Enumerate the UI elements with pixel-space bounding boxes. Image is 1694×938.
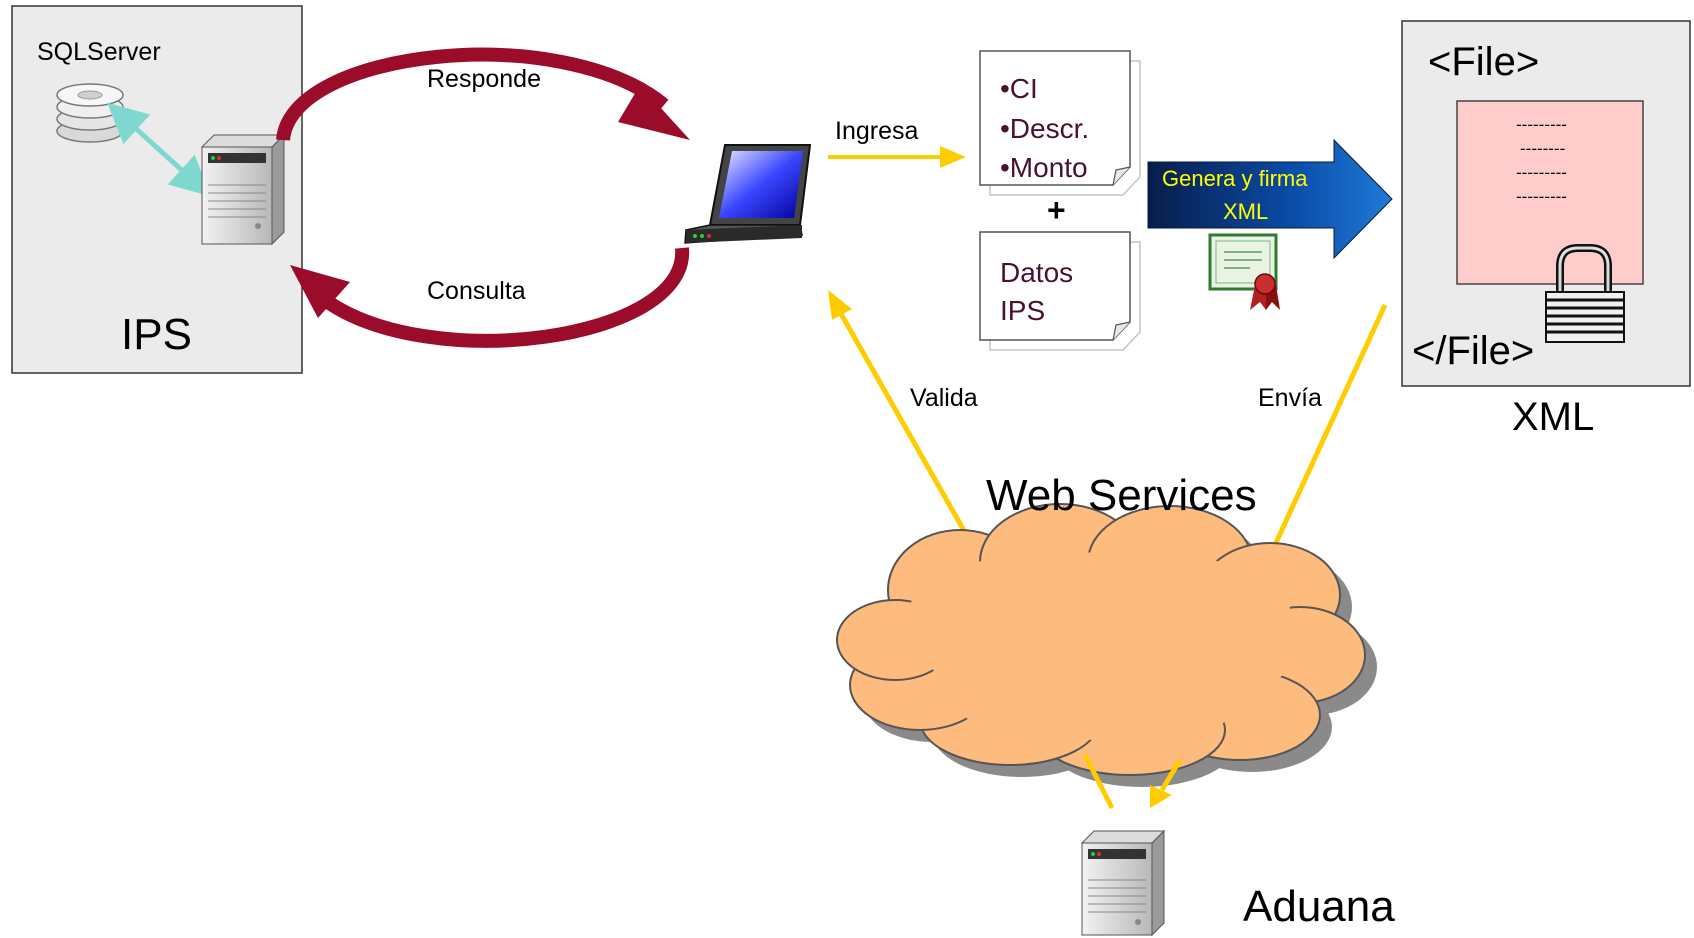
envia-arrow (1272, 303, 1388, 547)
consulta-arrow (290, 247, 690, 348)
xml-content-line-3: --------- (1516, 163, 1567, 182)
web-services-label: Web Services (986, 471, 1257, 520)
input-item-ci: •CI (1000, 73, 1038, 104)
xml-caption: XML (1512, 395, 1595, 439)
ingresa-label: Ingresa (835, 117, 919, 145)
db-server-link-arrow (107, 102, 211, 197)
ips-data-line-1: Datos (1000, 257, 1074, 288)
xml-open-tag: <File> (1428, 40, 1540, 84)
xml-close-tag: </File> (1412, 329, 1535, 373)
certificate-icon (1208, 233, 1280, 310)
database-icon (56, 83, 124, 143)
xml-page (1456, 100, 1644, 285)
envia-label: Envía (1258, 384, 1322, 412)
responde-label: Responde (427, 65, 541, 93)
input-item-monto: •Monto (1000, 152, 1088, 183)
xml-content-line-4: --------- (1516, 187, 1567, 206)
valida-arrow (828, 290, 978, 552)
valida-label: Valida (910, 384, 978, 412)
generate-sign-arrow (1147, 138, 1393, 260)
sqlserver-label: SQLServer (37, 38, 161, 66)
cloud-aduana-link-2 (1150, 758, 1183, 808)
ips-title: IPS (121, 310, 192, 359)
plus-sign: + (1047, 192, 1066, 228)
ips-data-document (979, 231, 1141, 351)
xml-content-line-2: -------- (1520, 139, 1566, 158)
responde-arrow (276, 47, 690, 142)
web-services-cloud (836, 503, 1377, 787)
lock-icon (1545, 244, 1625, 343)
generate-line-1: Genera y firma (1162, 166, 1308, 191)
aduana-server-icon (1080, 829, 1166, 937)
input-document (979, 50, 1141, 196)
xml-content-line-1: --------- (1516, 115, 1567, 134)
ips-data-line-2: IPS (1000, 295, 1046, 326)
aduana-label: Aduana (1243, 882, 1395, 931)
ips-server-icon (200, 133, 286, 246)
input-item-descr: •Descr. (1000, 113, 1090, 144)
consulta-label: Consulta (427, 277, 526, 305)
cloud-aduana-link-1 (1082, 753, 1115, 810)
generate-line-2: XML (1223, 199, 1269, 224)
ingresa-arrow (828, 146, 966, 168)
laptop-icon (684, 144, 812, 244)
